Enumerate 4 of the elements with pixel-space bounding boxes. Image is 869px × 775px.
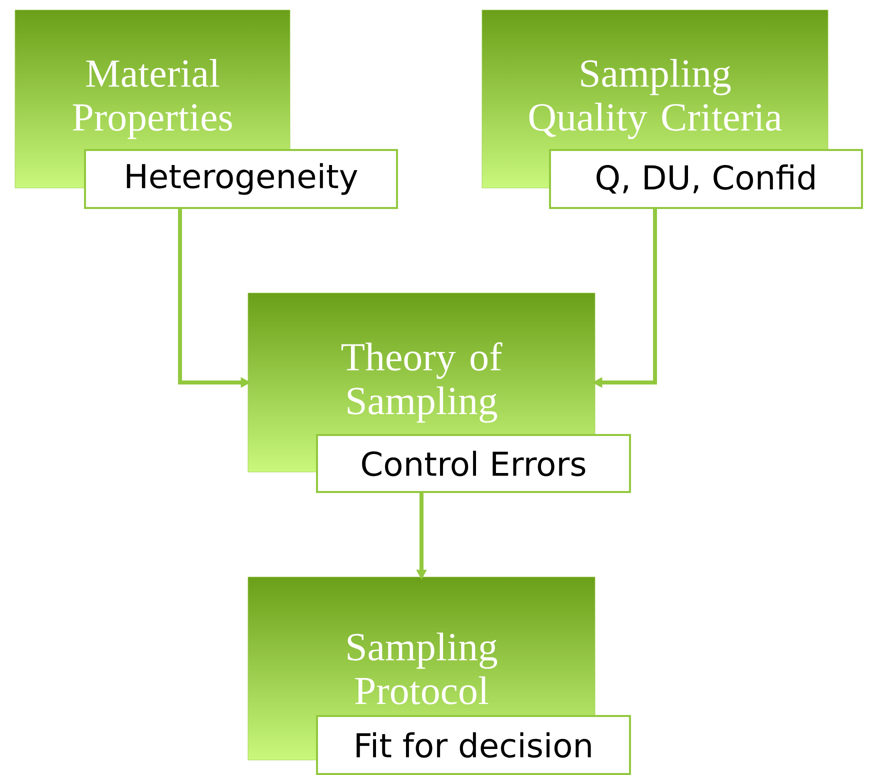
label-box: Fit for decision <box>316 715 631 775</box>
label-box: Heterogeneity <box>84 149 398 209</box>
label-box: Control Errors <box>316 434 631 493</box>
label-box: Q, DU, Confid <box>549 149 863 209</box>
